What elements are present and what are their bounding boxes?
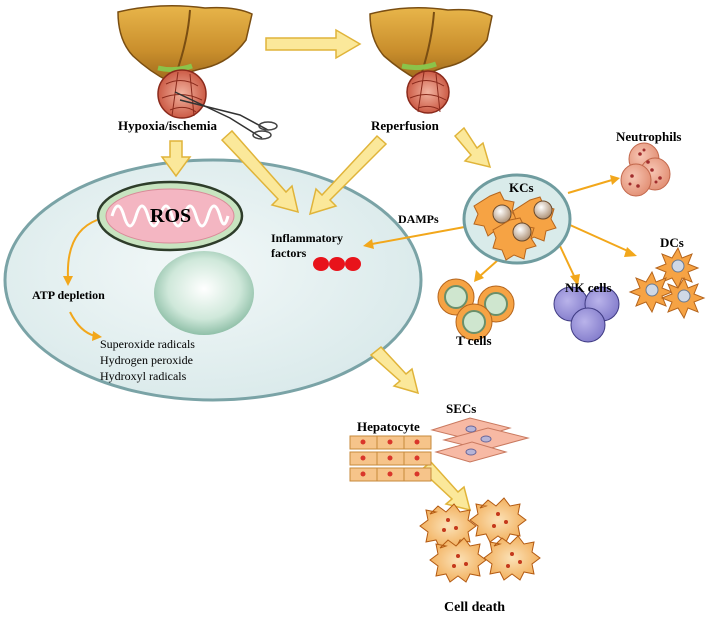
label-inflammatory-line1: Inflammatory [271, 231, 343, 245]
label-atp-depletion: ATP depletion [32, 288, 105, 302]
label-nk-cells: NK cells [565, 280, 612, 295]
label-dcs: DCs [660, 235, 684, 250]
label-superoxide-radicals: Superoxide radicals [100, 337, 195, 351]
nk-cells-icon [553, 286, 620, 343]
liver-reperfusion-icon [369, 7, 493, 114]
liver-ischemia-icon [117, 5, 278, 140]
label-kcs: KCs [509, 180, 534, 195]
big-arrows [160, 28, 492, 512]
label-ros: ROS [150, 205, 192, 227]
signal-arrows [63, 175, 637, 341]
dcs-icon [628, 246, 706, 320]
label-hypoxia-ischemia: Hypoxia/ischemia [118, 118, 217, 133]
hepatocyte-tissue-icon [349, 435, 432, 482]
secs-icon [430, 417, 530, 463]
label-damps: DAMPs [398, 212, 439, 226]
dead-cells-icon [419, 497, 541, 583]
label-neutrophils: Neutrophils [616, 129, 682, 144]
kc-cells [473, 191, 557, 261]
label-hydrogen-peroxide: Hydrogen peroxide [100, 353, 193, 367]
label-reperfusion: Reperfusion [371, 118, 439, 133]
mitochondrion-icon [96, 180, 244, 252]
label-hepatocyte: Hepatocyte [357, 419, 420, 434]
label-cell-death: Cell death [444, 600, 506, 615]
label-secs: SECs [446, 401, 477, 416]
t-cells-icon [437, 278, 515, 341]
label-inflammatory-line2: factors [271, 246, 307, 260]
nucleus [154, 251, 254, 335]
label-t-cells: T cells [456, 333, 492, 348]
inflammatory-factor-dots [313, 257, 361, 271]
neutrophils-icon [620, 142, 671, 197]
label-hydroxyl-radicals: Hydroxyl radicals [100, 369, 187, 383]
